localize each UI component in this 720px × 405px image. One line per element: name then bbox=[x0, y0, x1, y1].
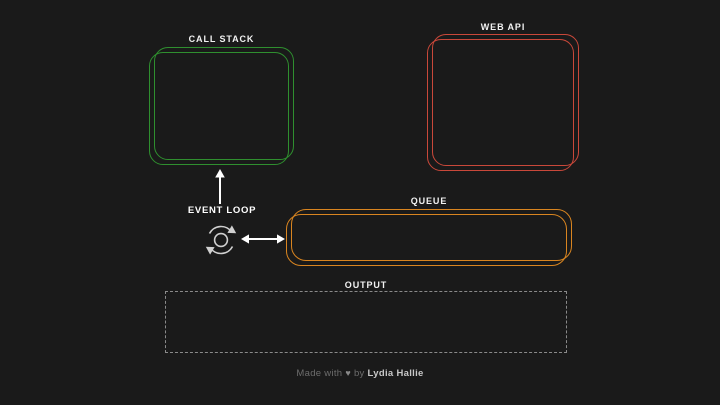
queue-inner-border bbox=[291, 209, 572, 261]
event-loop-label: EVENT LOOP bbox=[187, 205, 257, 216]
call-stack-inner-border bbox=[154, 47, 294, 160]
footer-made-with: Made with bbox=[296, 368, 343, 379]
footer-author[interactable]: Lydia Hallie bbox=[367, 368, 424, 379]
arrow-left-right-icon bbox=[241, 234, 285, 244]
queue-title: QUEUE bbox=[410, 196, 448, 206]
call-stack-outer-border bbox=[149, 52, 289, 165]
call-stack-panel[interactable] bbox=[149, 47, 294, 165]
web-api-title: WEB API bbox=[480, 22, 526, 32]
footer-by: by bbox=[353, 368, 365, 379]
footer-credit: Made with ♥ by Lydia Hallie bbox=[0, 367, 720, 380]
web-api-panel[interactable] bbox=[427, 34, 579, 171]
circular-arrows-icon[interactable] bbox=[200, 219, 242, 261]
output-title: OUTPUT bbox=[344, 280, 388, 290]
heart-icon: ♥ bbox=[345, 368, 351, 378]
output-panel[interactable] bbox=[165, 291, 567, 353]
web-api-outer-border bbox=[427, 39, 574, 171]
web-api-inner-border bbox=[432, 34, 579, 166]
arrow-up-icon bbox=[215, 169, 225, 204]
queue-outer-border bbox=[286, 214, 567, 266]
call-stack-title: CALL STACK bbox=[188, 34, 255, 44]
queue-panel[interactable] bbox=[286, 209, 572, 266]
